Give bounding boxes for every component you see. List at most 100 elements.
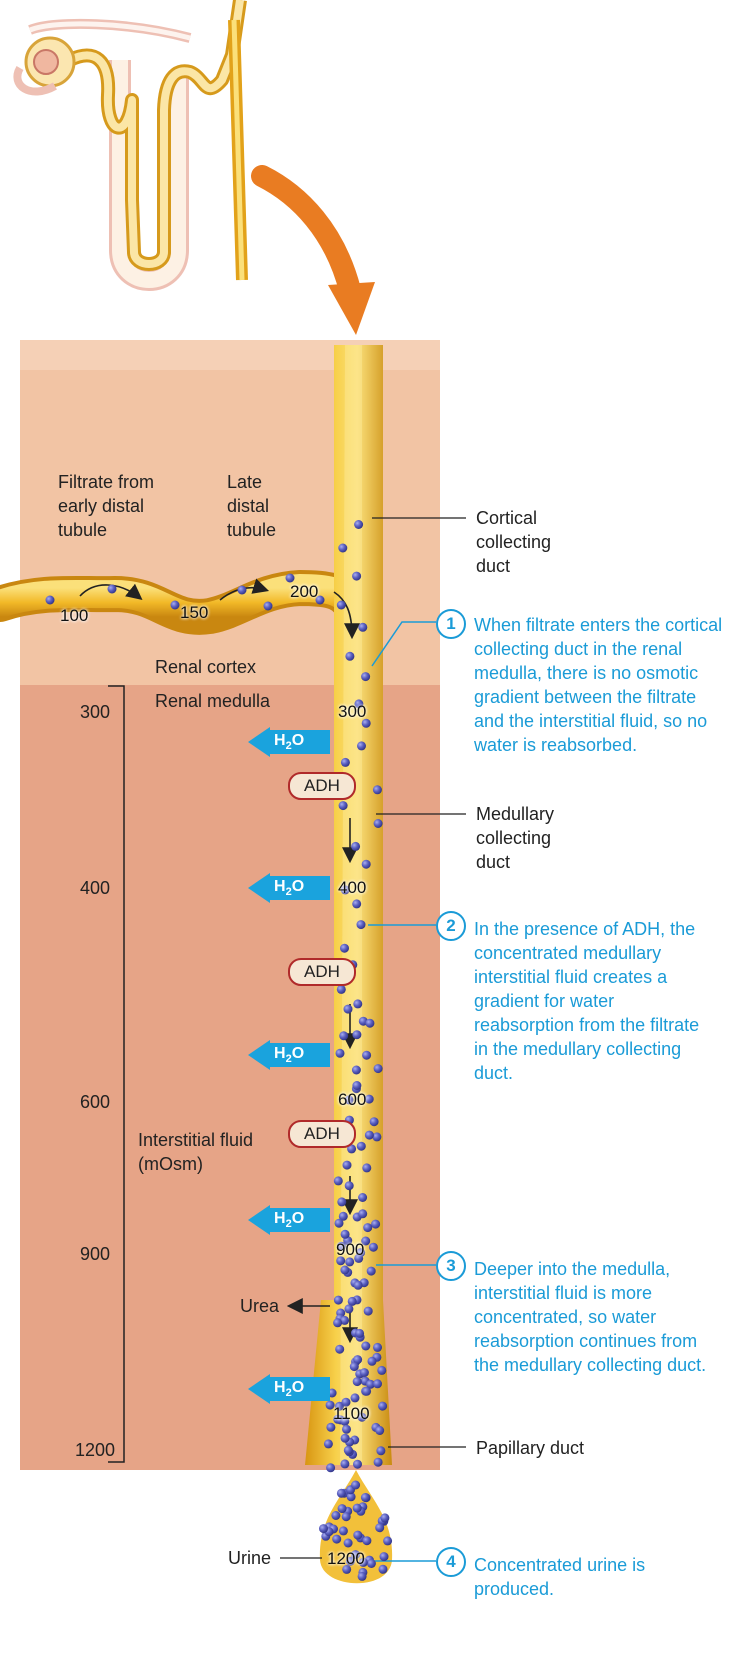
solute-particle [339, 1526, 348, 1535]
solute-particle [357, 920, 366, 929]
solute-particle [326, 1423, 335, 1432]
solute-particle [367, 1267, 376, 1276]
water-arrow: H2O [248, 1040, 332, 1070]
solute-particle [352, 899, 361, 908]
step-4-badge: 4 [436, 1547, 466, 1577]
solute-particle [340, 1266, 349, 1275]
solute-particle [341, 1434, 350, 1443]
water-arrow: H2O [248, 1374, 332, 1404]
solute-particle [365, 1131, 374, 1140]
solute-particle [344, 1005, 353, 1014]
solute-particle [340, 944, 349, 953]
solute-particle [334, 1296, 343, 1305]
water-arrow: H2O [248, 1205, 332, 1235]
step-3-badge: 3 [436, 1251, 466, 1281]
solute-particle [337, 1489, 346, 1498]
solute-particle [358, 1209, 367, 1218]
solute-particle [355, 1329, 364, 1338]
duct-value: 1100 [333, 1404, 370, 1424]
solute-particle [378, 1402, 387, 1411]
solute-particle [375, 1426, 384, 1435]
solute-particle [368, 1357, 377, 1366]
step-2-badge: 2 [436, 911, 466, 941]
renal-medulla-label: Renal medulla [155, 689, 270, 713]
solute-particle [358, 1572, 367, 1581]
solute-particle [362, 1163, 371, 1172]
solute-particle [344, 1446, 353, 1455]
axis-tick: 900 [80, 1244, 110, 1265]
solute-particle [374, 1458, 383, 1467]
solute-particle [357, 741, 366, 750]
cortical-collecting-duct-label: Cortical collecting duct [476, 506, 586, 578]
solute-particle [344, 1304, 353, 1313]
solute-particle [344, 1539, 353, 1548]
solute-particle [371, 1220, 380, 1229]
adh-pill: ADH [288, 1120, 356, 1148]
solute-particle [345, 652, 354, 661]
solute-particle [379, 1565, 388, 1574]
solute-particle [362, 1536, 371, 1545]
solute-particle [360, 1368, 369, 1377]
water-label: H2O [274, 1210, 304, 1230]
solute-particle [361, 1493, 370, 1502]
solute-particle [351, 1481, 360, 1490]
solute-particle [353, 999, 362, 1008]
solute-particle [108, 585, 117, 594]
duct-value: 400 [338, 878, 366, 898]
solute-particle [367, 1559, 376, 1568]
solute-particle [338, 544, 347, 553]
axis-tick: 400 [80, 878, 110, 899]
solute-particle [339, 801, 348, 810]
solute-particle [353, 1531, 362, 1540]
solute-particle [358, 623, 367, 632]
step-1-badge: 1 [436, 609, 466, 639]
adh-pill: ADH [288, 772, 356, 800]
step-1-text: When filtrate enters the cortical collec… [474, 613, 724, 757]
water-label: H2O [274, 878, 304, 898]
solute-particle [380, 1513, 389, 1522]
axis-tick: 1200 [75, 1440, 115, 1461]
solute-particle [335, 1345, 344, 1354]
solute-particle [264, 602, 273, 611]
water-label: H2O [274, 1379, 304, 1399]
solute-particle [352, 1030, 361, 1039]
axis-tick: 300 [80, 702, 110, 723]
renal-cortex-label: Renal cortex [155, 655, 256, 679]
solute-particle [373, 1343, 382, 1352]
solute-particle [324, 1439, 333, 1448]
solute-particle [358, 1193, 367, 1202]
water-arrow: H2O [248, 873, 332, 903]
tubule-value: 200 [290, 582, 318, 602]
step-4-text: Concentrated urine is produced. [474, 1553, 654, 1601]
solute-particle [343, 1161, 352, 1170]
solute-particle [361, 1342, 370, 1351]
step-3-text: Deeper into the medulla, interstitial fl… [474, 1257, 714, 1377]
solute-particle [334, 1176, 343, 1185]
solute-particle [353, 1377, 362, 1386]
duct-value: 1200 [327, 1549, 365, 1569]
solute-particle [352, 572, 361, 581]
duct-value: 900 [336, 1240, 364, 1260]
solute-particle [340, 1459, 349, 1468]
nephron-thumbnail [17, 0, 242, 280]
water-arrow: H2O [248, 727, 332, 757]
solute-particle [342, 1512, 351, 1521]
solute-particle [362, 860, 371, 869]
solute-particle [335, 1219, 344, 1228]
solute-particle [362, 1051, 371, 1060]
solute-particle [353, 1504, 362, 1513]
solute-particle [383, 1536, 392, 1545]
urea-label: Urea [240, 1294, 279, 1318]
solute-particle [338, 1504, 347, 1513]
solute-particle [362, 1387, 371, 1396]
tubule-value: 150 [180, 603, 208, 623]
solute-particle [326, 1463, 335, 1472]
solute-particle [369, 1243, 378, 1252]
step-2-text: In the presence of ADH, the concentrated… [474, 917, 709, 1085]
tubule-value: 100 [60, 606, 88, 626]
solute-particle [376, 1446, 385, 1455]
solute-particle [345, 1181, 354, 1190]
solute-particle [364, 1307, 373, 1316]
solute-particle [374, 1064, 383, 1073]
